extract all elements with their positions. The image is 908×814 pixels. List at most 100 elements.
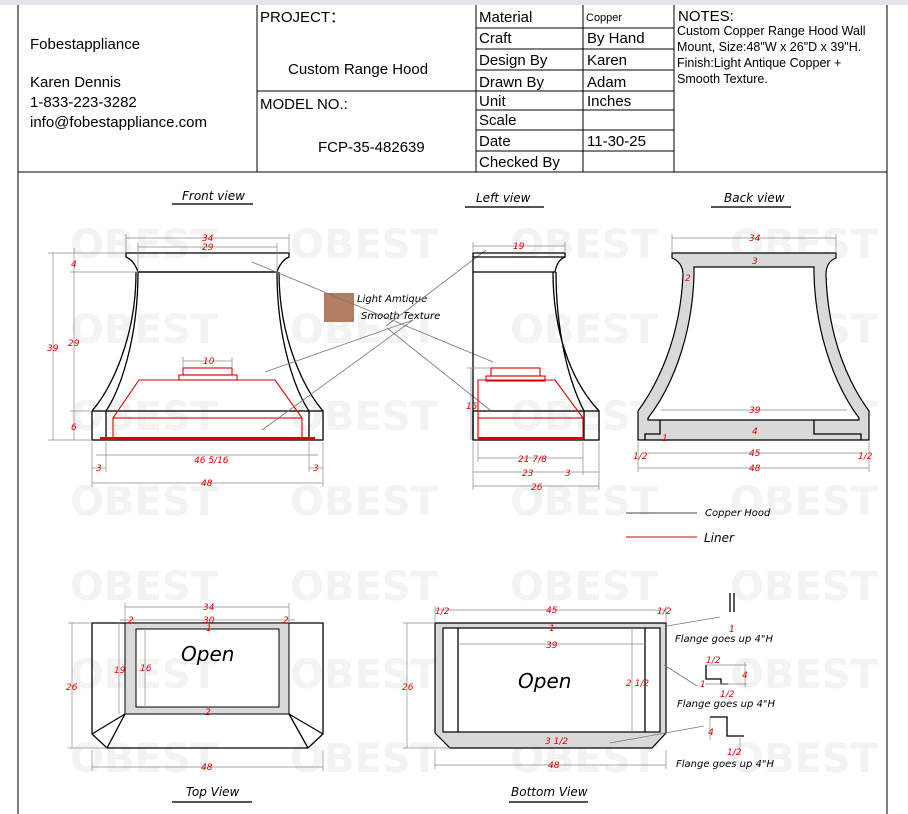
top-view-title: Top View	[186, 785, 240, 799]
dim-label: 30	[203, 616, 215, 626]
finish-callout: Light Amtique Smooth Texture	[251, 249, 494, 431]
legend: Copper Hood Liner	[626, 508, 771, 545]
back-view-title: Back view	[724, 191, 785, 205]
svg-text:OBEST: OBEST	[70, 222, 219, 268]
dim-label: 39	[749, 406, 761, 416]
bottom-view-title: Bottom View	[511, 785, 588, 799]
svg-text:OBEST: OBEST	[290, 652, 439, 698]
top-view-open-label: Open	[181, 642, 234, 666]
dim-label: 3 1/2	[545, 737, 568, 747]
dim-label: 4	[742, 671, 748, 681]
legend-liner: Liner	[704, 531, 735, 545]
flange-details: 1 Flange goes up 4"H 1/2 4 1 1/2 Flange …	[675, 593, 776, 770]
dim-label: 2	[685, 274, 691, 284]
back-view: Back view 34 3 2 39 4 1 1/2 45 1/2 48	[633, 191, 873, 474]
bottom-view-open-label: Open	[518, 669, 571, 693]
field-label-design-by: Design By	[479, 52, 548, 69]
dim-label: 4	[708, 728, 714, 738]
front-view: Front view 34 29 4 29 39	[47, 189, 324, 489]
field-label-date: Date	[479, 133, 511, 150]
dim-label: 19	[114, 666, 126, 676]
dim-label: 48	[201, 763, 213, 773]
svg-text:OBEST: OBEST	[70, 564, 219, 610]
dim-label: 1/2	[706, 656, 721, 666]
dim-label: 1/2	[727, 748, 742, 758]
project-label: PROJECT：	[260, 9, 345, 26]
notes-line: Finish:Light Antique Copper +	[677, 56, 841, 70]
dim-label: 4	[752, 427, 758, 437]
dim-label: 48	[749, 464, 761, 474]
dim-label: 3	[96, 464, 102, 474]
notes-title: NOTES:	[678, 8, 734, 25]
dim-label: 45	[749, 449, 761, 459]
dim-label: 48	[548, 761, 560, 771]
dim-label: 39	[546, 641, 558, 651]
dim-label: 1/2	[435, 607, 450, 617]
svg-text:OBEST: OBEST	[290, 736, 439, 782]
dim-label: 26	[531, 483, 543, 493]
field-label-unit: Unit	[479, 93, 507, 110]
project-value: Custom Range Hood	[288, 61, 428, 78]
svg-text:OBEST: OBEST	[290, 564, 439, 610]
field-label-checked-by: Checked By	[479, 154, 560, 171]
finish-label-1: Light Amtique	[357, 294, 427, 305]
dim-label: 34	[203, 603, 215, 613]
dim-label: 19	[513, 242, 525, 252]
contact-email: info@fobestappliance.com	[30, 114, 207, 131]
field-value-date: 11-30-25	[587, 133, 646, 150]
left-view-title: Left view	[476, 191, 531, 205]
svg-text:OBEST: OBEST	[70, 307, 219, 353]
front-liner	[100, 367, 315, 440]
svg-text:OBEST: OBEST	[290, 479, 439, 525]
svg-text:OBEST: OBEST	[510, 307, 659, 353]
dim-label: 3	[565, 469, 571, 479]
svg-text:OBEST: OBEST	[70, 394, 219, 440]
notes-line: Smooth Texture.	[677, 72, 768, 86]
viewer-top-bar	[0, 0, 908, 5]
dim-label: 2	[283, 616, 289, 626]
flange-label: Flange goes up 4"H	[677, 699, 776, 710]
company-name: Fobestappliance	[30, 36, 140, 53]
dim-label: 16	[140, 664, 152, 674]
bottom-view: Open 1/2 45 1/2 1 39 26 2 1/2 3 1/2 48 B…	[402, 606, 721, 803]
dim-label: 15	[466, 402, 478, 412]
dim-label: 1/2	[657, 607, 672, 617]
field-label-craft: Craft	[479, 30, 512, 47]
dim-label: 1/2	[633, 452, 648, 462]
svg-text:OBEST: OBEST	[510, 564, 659, 610]
field-label-material: Material	[479, 9, 532, 26]
dim-label: 10	[203, 357, 215, 367]
dim-label: 1/2	[720, 690, 735, 700]
title-block: Fobestappliance Karen Dennis 1-833-223-3…	[17, 5, 888, 814]
field-label-drawn-by: Drawn By	[479, 74, 545, 91]
field-value-material: Copper	[586, 12, 622, 24]
contact-name: Karen Dennis	[30, 74, 121, 91]
svg-text:OBEST: OBEST	[70, 652, 219, 698]
dim-label: 1	[662, 434, 668, 444]
dim-label: 34	[749, 234, 761, 244]
dim-label: 39	[47, 344, 59, 354]
dim-label: 1	[549, 624, 555, 634]
contact-phone: 1-833-223-3282	[30, 94, 137, 111]
field-value-drawn-by: Adam	[587, 74, 626, 91]
svg-text:OBEST: OBEST	[70, 479, 219, 525]
svg-text:OBEST: OBEST	[510, 479, 659, 525]
svg-text:OBEST: OBEST	[730, 479, 879, 525]
svg-text:OBEST: OBEST	[70, 736, 219, 782]
dim-label: 23	[522, 469, 534, 479]
svg-text:OBEST: OBEST	[510, 222, 659, 268]
dim-label: 26	[66, 683, 78, 693]
dim-label: 1/2	[858, 452, 873, 462]
legend-copper-hood: Copper Hood	[705, 508, 771, 519]
dim-label: 45	[546, 606, 558, 616]
svg-text:OBEST: OBEST	[730, 564, 879, 610]
dim-label: 1	[729, 625, 735, 635]
svg-text:OBEST: OBEST	[290, 222, 439, 268]
dim-label: 3	[752, 257, 758, 267]
dim-label: 21 7/8	[518, 455, 547, 465]
left-view: Left view 19 15 21 7/8 23 3 26	[465, 191, 600, 493]
dim-label: 29	[68, 339, 80, 349]
notes-line: Mount, Size:48"W x 26"D x 39"H.	[677, 40, 861, 54]
field-label-scale: Scale	[479, 112, 517, 129]
